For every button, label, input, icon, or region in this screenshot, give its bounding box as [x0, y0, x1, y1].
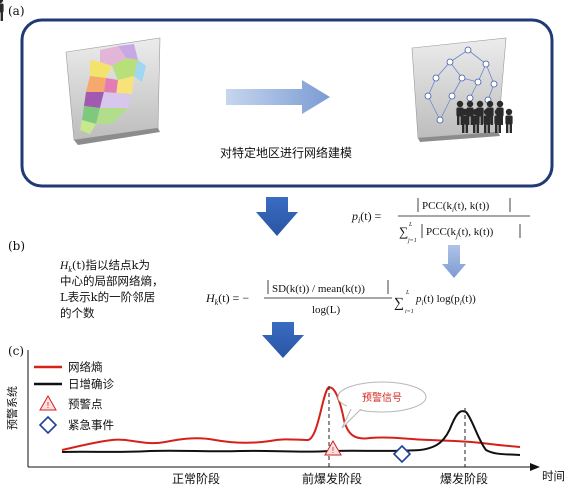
svg-text:PCC(ki(t), k(t)): PCC(ki(t), k(t)) — [422, 200, 490, 214]
modeling-arrow — [226, 80, 330, 114]
legend: 网络熵 日增确诊 ! 预警点 紧急事件 — [34, 360, 114, 435]
note-var-h: H — [59, 260, 69, 272]
panel-a-caption: 对特定地区进行网络建模 — [220, 145, 352, 160]
legend-entropy-label: 网络熵 — [68, 360, 103, 374]
cases-curve — [61, 410, 521, 456]
legend-event-diamond-icon — [38, 415, 58, 435]
formula-h-den: log(L) — [312, 304, 340, 316]
formula-p-t: (t) = — [360, 209, 381, 223]
svg-text:Hk(t)指以结点k为: Hk(t)指以结点k为 — [59, 258, 150, 274]
formula-h-p: p — [415, 293, 422, 305]
x-axis-label: 时间 — [542, 469, 565, 483]
note-var-h-sub: k — [68, 265, 72, 274]
formula-h: Hk(t) = − SD(k(t)) / mean(k(t)) log(L) ∑… — [205, 280, 476, 316]
panel-c-label: (c) — [8, 344, 24, 358]
network-illustration — [0, 0, 513, 142]
note-line2: 中心的局部网络熵， — [60, 274, 164, 288]
formula-h-sum-bottom: i=1 — [405, 309, 414, 315]
legend-cases-label: 日增确诊 — [68, 377, 114, 391]
formula-p-sum-bottom: j=1 — [407, 238, 417, 244]
formula-p-den: PCC(k — [426, 226, 456, 238]
formula-p-lhs: p — [351, 209, 358, 223]
svg-text:PCC(kj(t), k(t)): PCC(kj(t), k(t)) — [426, 226, 494, 240]
down-arrow-1 — [256, 197, 298, 236]
warning-signal-text: 预警信号 — [362, 391, 402, 404]
note-line3: L表示k的一阶邻居 — [60, 290, 155, 304]
panel-b-label: (b) — [8, 239, 25, 253]
svg-text:∑: ∑ — [399, 224, 408, 239]
legend-warning-triangle-icon: ! — [39, 394, 57, 411]
note-line4: 的个数 — [60, 306, 95, 320]
stage-normal: 正常阶段 — [172, 471, 220, 486]
entropy-curve — [61, 386, 521, 451]
down-arrow-2 — [262, 322, 304, 358]
formula-h-tail2: (t)) — [462, 293, 476, 305]
svg-text:∑: ∑ — [394, 296, 404, 311]
formula-h-t: (t) = − — [218, 291, 249, 305]
legend-event-label: 紧急事件 — [68, 418, 114, 432]
stage-outbreak: 爆发阶段 — [440, 471, 488, 486]
formula-p-sub: i — [358, 216, 360, 225]
formula-p-sum-top: L — [408, 222, 413, 228]
warning-point-triangle-icon: ! — [324, 439, 342, 456]
region-map-illustration — [65, 37, 161, 145]
svg-text:Hk(t) = −: Hk(t) = − — [205, 291, 249, 307]
panel-a-label: (a) — [8, 4, 25, 18]
formula-p-den-mid: (t), k(t)) — [458, 226, 494, 238]
panel-b-note: Hk(t)指以结点k为 中心的局部网络熵， L表示k的一阶邻居 的个数 — [59, 258, 164, 320]
formula-p: pi(t) = PCC(ki(t), k(t)) ∑ L j=1 PCC(kj(… — [351, 198, 530, 244]
stage-pre-outbreak: 前爆发阶段 — [302, 471, 362, 486]
down-arrow-light — [442, 245, 466, 278]
legend-warning-label: 预警点 — [68, 397, 103, 411]
svg-text:!: ! — [331, 446, 334, 455]
svg-text:!: ! — [46, 401, 49, 410]
x-axis-arrowhead — [530, 463, 540, 471]
formula-h-lhs: H — [205, 291, 216, 305]
formula-p-num: PCC(k — [422, 200, 452, 212]
y-axis-label: 预警系统 — [5, 386, 19, 430]
svg-text:pi(t) =: pi(t) = — [351, 209, 382, 225]
formula-h-num: SD(k(t)) / mean(k(t)) — [272, 283, 365, 295]
svg-text:pi(t) log(pi(t)): pi(t) log(pi(t)) — [415, 293, 476, 307]
note-line1-rest: (t)指以结点k为 — [72, 258, 150, 272]
formula-h-sub: k — [215, 298, 219, 307]
warning-signal-callout: 预警信号 — [337, 381, 427, 429]
panel-a-frame — [20, 18, 554, 188]
emergency-event-diamond-icon — [392, 444, 412, 464]
formula-h-sum-top: L — [405, 290, 410, 296]
formula-h-tail: (t) log(p — [423, 293, 460, 305]
formula-p-num-mid: (t), k(t)) — [454, 200, 490, 212]
